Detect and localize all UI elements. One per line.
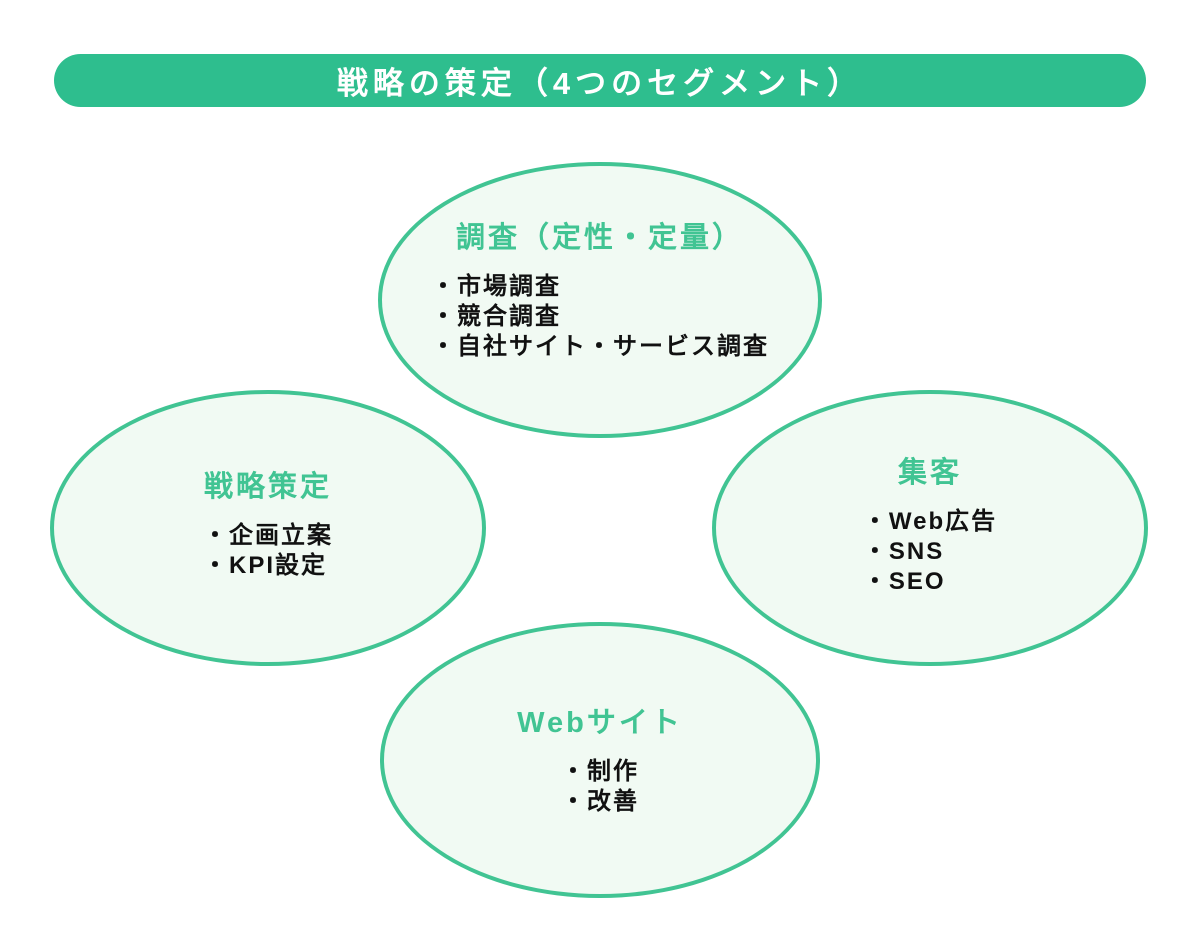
header-title: 戦略の策定（4つのセグメント）: [336, 66, 864, 101]
segment-attraction-items: ・Web広告 ・SNS ・SEO: [863, 507, 997, 597]
list-item: ・企画立案: [203, 522, 333, 549]
list-item: ・自社サイト・サービス調査: [431, 333, 769, 360]
segment-research-items: ・市場調査 ・競合調査 ・自社サイト・サービス調査: [431, 272, 769, 362]
segment-website-items: ・制作 ・改善: [561, 757, 639, 817]
list-item: ・KPI設定: [203, 552, 328, 579]
segment-research: 調査（定性・定量） ・市場調査 ・競合調査 ・自社サイト・サービス調査: [378, 162, 822, 438]
segment-research-title: 調査（定性・定量）: [455, 222, 744, 254]
list-item: ・Web広告: [862, 508, 998, 535]
segment-strategy-content: 戦略策定 ・企画立案 ・KPI設定: [203, 463, 333, 581]
list-item: ・SEO: [862, 568, 946, 595]
segment-strategy-items: ・企画立案 ・KPI設定: [203, 521, 333, 581]
segment-strategy: 戦略策定 ・企画立案 ・KPI設定: [50, 390, 486, 666]
segment-attraction: 集客 ・Web広告 ・SNS ・SEO: [712, 390, 1148, 666]
segment-research-content: 調査（定性・定量） ・市場調査 ・競合調査 ・自社サイト・サービス調査: [431, 214, 769, 362]
list-item: ・制作: [560, 758, 639, 785]
header-banner: 戦略の策定（4つのセグメント）: [54, 54, 1146, 107]
list-item: ・市場調査: [431, 273, 561, 300]
segment-attraction-title: 集客: [897, 457, 962, 489]
list-item: ・競合調査: [431, 303, 561, 330]
segment-website-content: Webサイト ・制作 ・改善: [517, 699, 683, 817]
segment-attraction-content: 集客 ・Web広告 ・SNS ・SEO: [863, 449, 997, 597]
segment-website: Webサイト ・制作 ・改善: [380, 622, 820, 898]
segment-strategy-title: 戦略策定: [203, 471, 332, 503]
list-item: ・SNS: [862, 538, 945, 565]
segment-website-title: Webサイト: [517, 707, 683, 739]
list-item: ・改善: [560, 788, 639, 815]
